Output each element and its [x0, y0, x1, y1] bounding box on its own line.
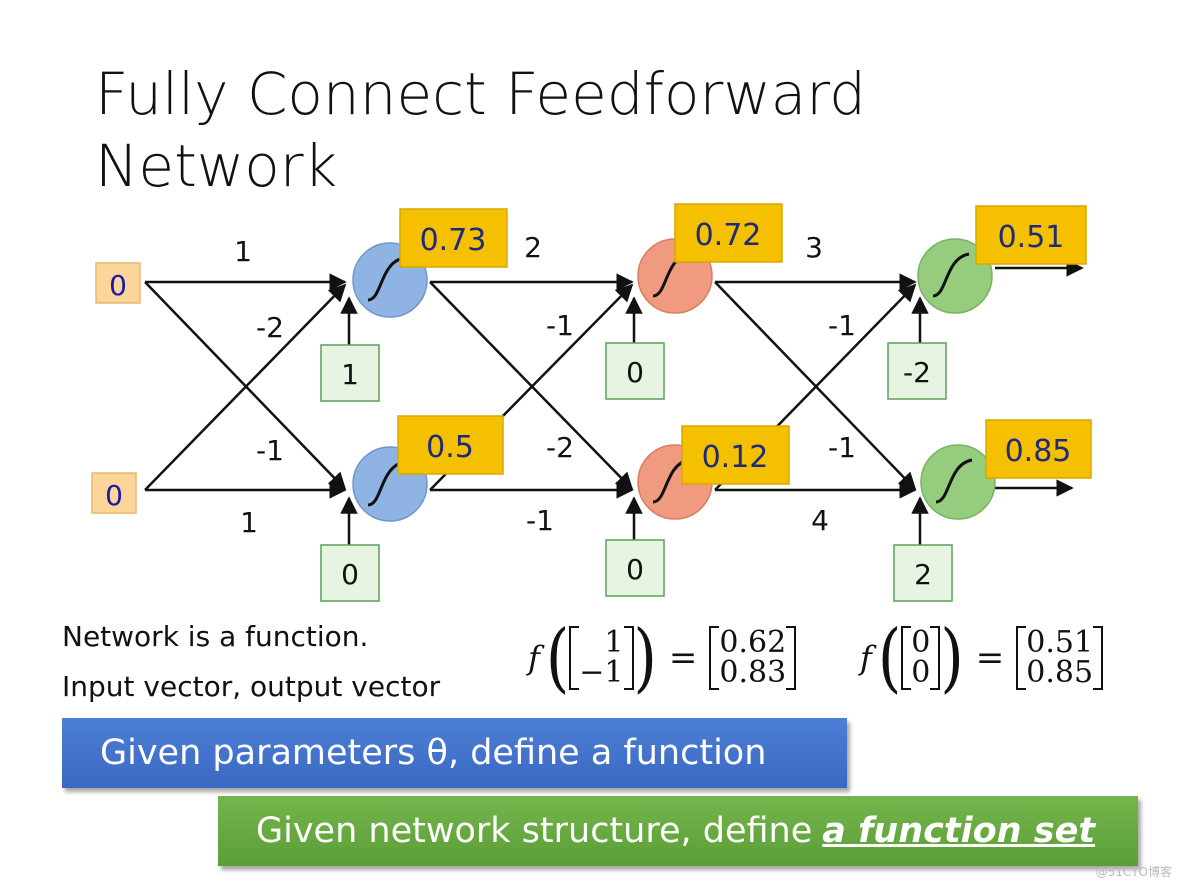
- weight-l2-1: 2: [524, 231, 542, 264]
- activation-l2-2-value: 0.12: [702, 440, 769, 475]
- title-line-2: Network: [95, 132, 338, 200]
- edge-n3-n6: [714, 281, 917, 491]
- activation-l3-1: 0.51: [975, 205, 1087, 265]
- weight-l1-1: 1: [234, 235, 252, 268]
- bias-l2-1-value: 0: [626, 356, 644, 389]
- formula-1-input-vector: 1 −1: [569, 625, 634, 690]
- connections: [144, 259, 1084, 545]
- banner-parameters-text: Given parameters θ, define a function: [100, 733, 767, 773]
- bias-l2-2-value: 0: [626, 553, 644, 586]
- note-line-1: Network is a function.: [62, 620, 369, 653]
- weight-l2-4: -1: [526, 504, 554, 537]
- formula-1-in-bottom: −1: [579, 655, 624, 690]
- banner-parameters: Given parameters θ, define a function: [62, 718, 847, 788]
- neuron-l3-1: [917, 238, 993, 314]
- formula-2-output-vector: 0.51 0.85: [1016, 625, 1104, 690]
- activation-l3-2-value: 0.85: [1005, 434, 1072, 469]
- banner-structure: Given network structure, define a functi…: [218, 796, 1138, 866]
- formula-1-output-vector: 0.62 0.83: [709, 625, 797, 690]
- right-paren-icon: ): [940, 614, 964, 702]
- weight-l2-2: -1: [546, 309, 574, 342]
- right-paren-icon: ): [633, 614, 657, 702]
- weight-l3-3: -1: [828, 431, 856, 464]
- bias-l2-2: 0: [605, 539, 665, 597]
- bias-l3-1: -2: [887, 342, 947, 400]
- formula-2-in-top: 0: [911, 625, 931, 660]
- weight-l3-4: 4: [811, 504, 829, 537]
- bias-l1-1: 1: [320, 344, 380, 402]
- activation-l3-2: 0.85: [985, 419, 1092, 479]
- activation-l2-1-value: 0.72: [695, 218, 762, 253]
- title-line-1: Fully Connect Feedforward: [95, 60, 866, 128]
- formula-2-in-bottom: 0: [911, 655, 931, 690]
- formula-1-f: f: [528, 639, 540, 677]
- edge-x2-n1: [144, 283, 347, 491]
- edge-x1-n2: [144, 281, 347, 491]
- note-line-2: Input vector, output vector: [62, 670, 441, 703]
- weight-labels: 1 -2 -1 1 2 -1 -2 -1 3 -1 -1 4: [234, 231, 856, 539]
- activation-l1-1-value: 0.73: [420, 223, 487, 258]
- weight-l1-4: 1: [240, 506, 258, 539]
- sigmoid-icon: [932, 252, 970, 298]
- left-paren-icon: (: [877, 614, 902, 702]
- bias-l1-2: 0: [320, 544, 380, 602]
- weight-l1-3: -1: [256, 434, 284, 467]
- formula-2-input-vector: 0 0: [901, 625, 941, 690]
- formula-2: f ( 0 0 ) = 0.51 0.85: [860, 614, 1104, 702]
- activation-l2-2: 0.12: [681, 425, 790, 485]
- weight-l2-3: -2: [546, 431, 574, 464]
- bias-l3-1-value: -2: [903, 356, 931, 389]
- weight-l1-2: -2: [256, 311, 284, 344]
- formula-1-out-bottom: 0.83: [719, 655, 787, 690]
- weight-l3-2: -1: [828, 309, 856, 342]
- weight-l3-1: 3: [805, 231, 823, 264]
- activation-l3-1-value: 0.51: [998, 220, 1065, 255]
- bias-l1-1-value: 1: [341, 358, 359, 391]
- activation-l1-1: 0.73: [399, 208, 508, 268]
- watermark: @51CTO博客: [1095, 865, 1172, 879]
- left-paren-icon: (: [545, 614, 570, 702]
- edge-n1-n4: [429, 281, 634, 491]
- formula-1-in-top: 1: [604, 625, 624, 660]
- sigmoid-icon: [367, 256, 405, 302]
- input-1-value: 0: [109, 269, 127, 302]
- formula-1-out-top: 0.62: [719, 625, 787, 660]
- bias-l2-1: 0: [605, 342, 665, 400]
- bias-l1-2-value: 0: [341, 558, 359, 591]
- formula-2-out-top: 0.51: [1026, 625, 1094, 660]
- bias-l3-2-value: 2: [914, 558, 932, 591]
- activation-l2-1: 0.72: [674, 203, 783, 263]
- neuron-l3-2: [920, 444, 996, 520]
- input-2-value: 0: [105, 479, 123, 512]
- input-2: 0: [91, 472, 137, 514]
- formula-2-equals: =: [975, 638, 1005, 678]
- sigmoid-icon: [935, 458, 973, 504]
- formula-2-out-bottom: 0.85: [1026, 655, 1094, 690]
- slide-title: Fully Connect Feedforward Network: [95, 58, 866, 202]
- banner-structure-emphasis: a function set: [822, 811, 1096, 851]
- banner-structure-text: Given network structure, define: [256, 811, 813, 851]
- bias-l3-2: 2: [893, 544, 953, 602]
- formula-1: f ( 1 −1 ) = 0.62 0.83: [528, 614, 797, 702]
- formula-2-f: f: [860, 639, 872, 677]
- activation-l1-2-value: 0.5: [426, 430, 474, 465]
- formula-1-equals: =: [668, 638, 698, 678]
- activation-l1-2: 0.5: [397, 415, 504, 475]
- input-1: 0: [95, 262, 141, 304]
